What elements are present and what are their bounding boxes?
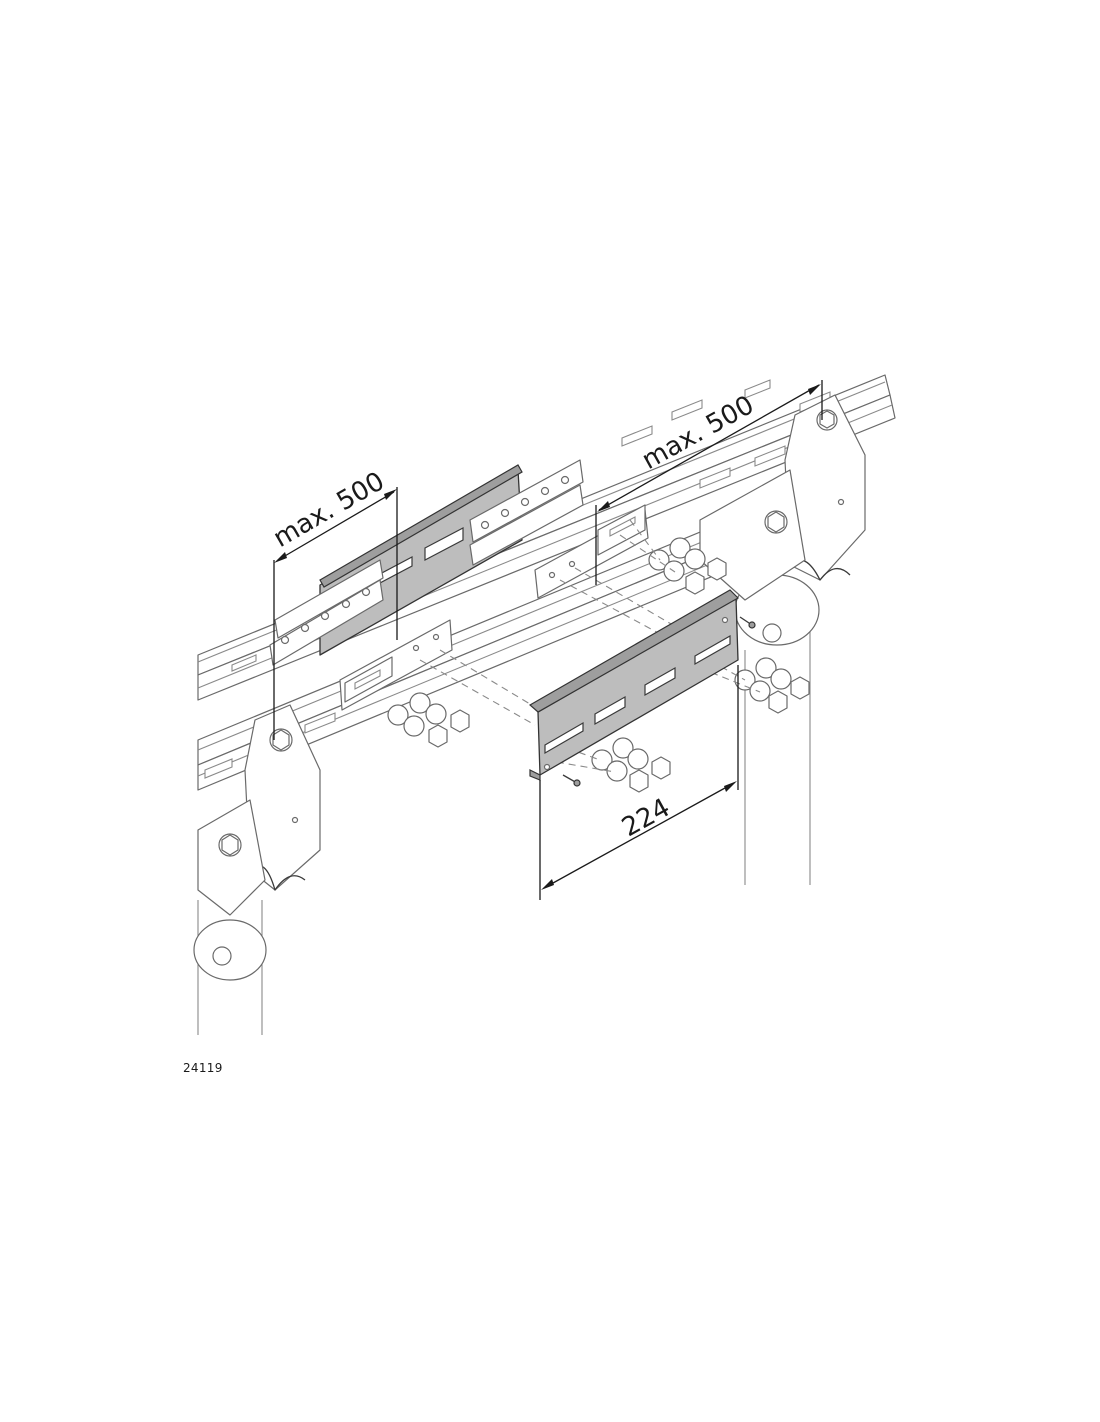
- left-small-bracket: [339, 619, 453, 711]
- figure-number: 24119: [183, 1061, 223, 1075]
- bolt-group-left: [387, 692, 470, 748]
- lower-rail-slots: [204, 445, 786, 779]
- dimension-label-224: 224: [617, 793, 675, 843]
- small-screws: [562, 616, 756, 787]
- bolt-group-right: [734, 657, 810, 714]
- mounting-plate[interactable]: [528, 589, 739, 781]
- right-small-bracket: [534, 504, 649, 599]
- middle-splice-plates: [469, 459, 584, 566]
- bolt-group-upper-right: [648, 537, 727, 595]
- dimension-label-left: max. 500: [268, 466, 389, 553]
- bolt-group-center: [591, 737, 671, 793]
- upper-rail-slots: [231, 379, 831, 672]
- left-post: [193, 704, 321, 1035]
- left-splice-plates: [269, 559, 384, 666]
